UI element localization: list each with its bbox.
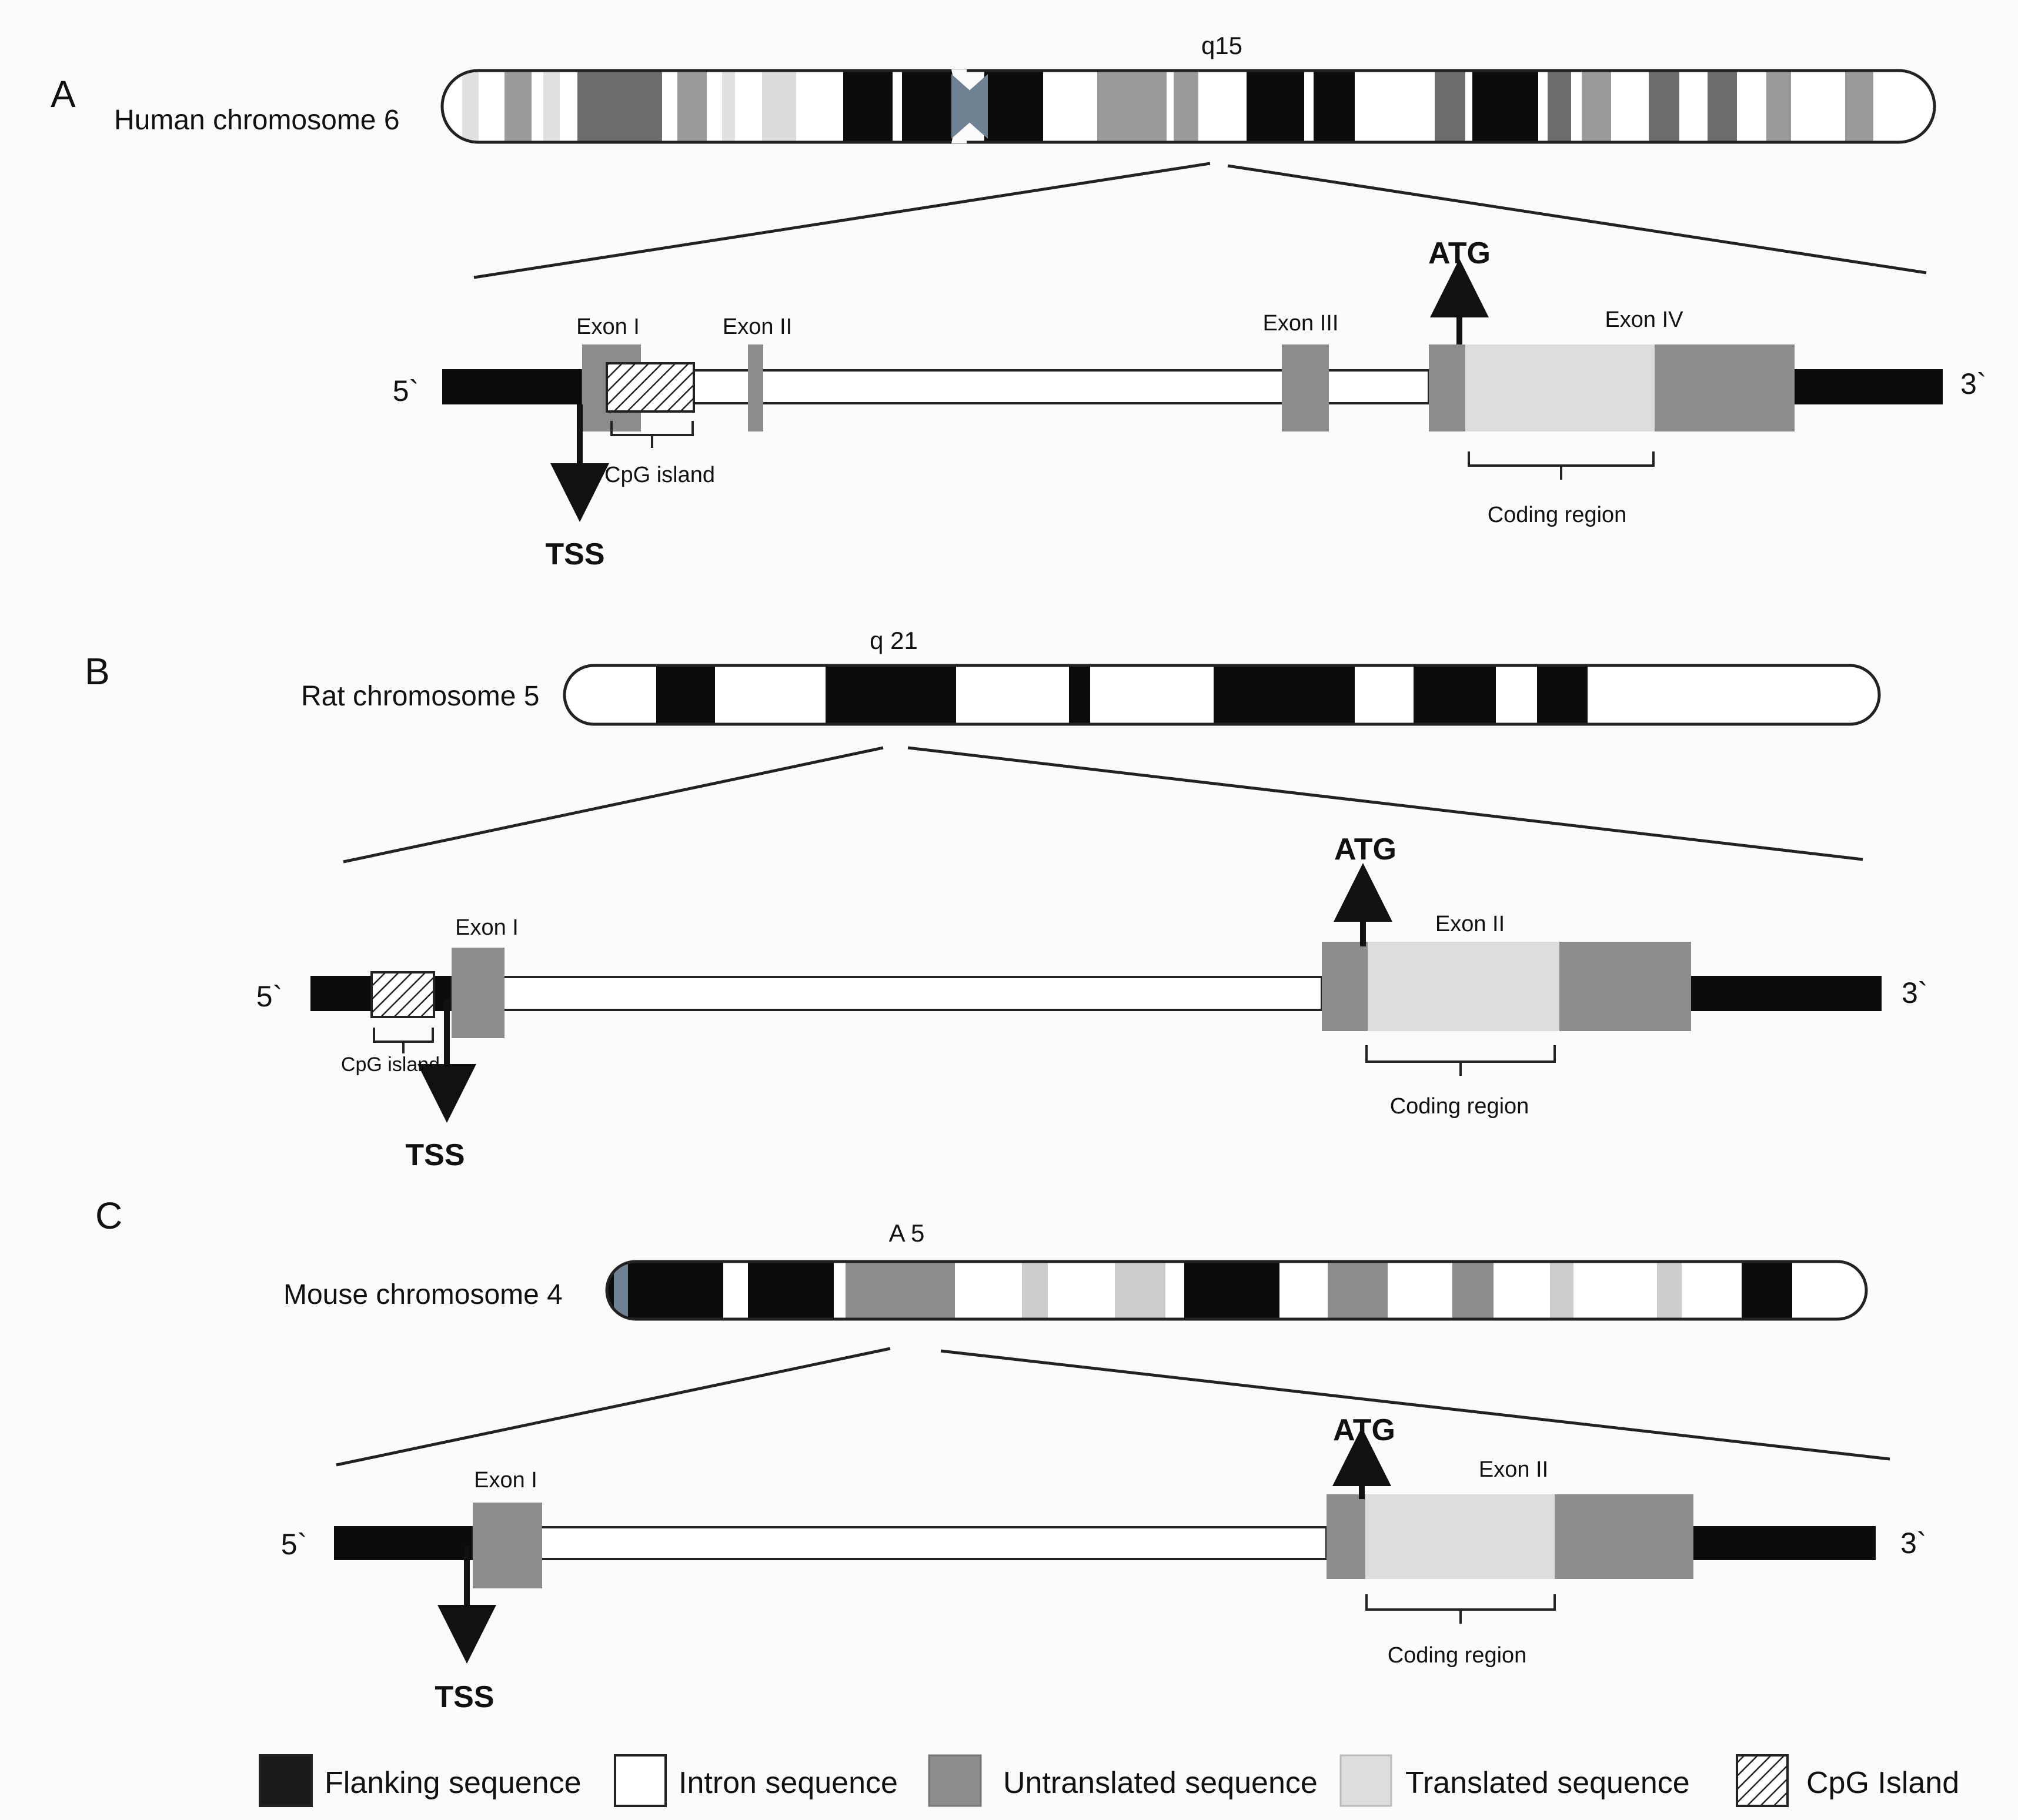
intron-line (472, 1526, 1328, 1560)
legend-swatch-intron (614, 1754, 667, 1807)
three-prime-label: 3` (1900, 1527, 1926, 1560)
rat-chromosome-bands (564, 665, 1879, 724)
zoom-line-right (907, 746, 1863, 861)
panel-letter-b: B (85, 650, 110, 692)
cpg-label: CpG island (341, 1053, 440, 1076)
intron-line (450, 976, 1323, 1011)
exon-2 (748, 344, 763, 431)
cpg-bracket (373, 1028, 434, 1053)
coding-region-label: Coding region (1390, 1094, 1529, 1119)
tss-label: TSS (435, 1680, 494, 1714)
exon-4-utr3 (1655, 344, 1795, 431)
zoom-line-left (473, 162, 1211, 279)
legend-label-flanking: Flanking sequence (325, 1766, 582, 1800)
chromosome-label-rat: Rat chromosome 5 (301, 681, 540, 712)
flanking-3 (1795, 369, 1943, 404)
exon-2-coding (1368, 942, 1559, 1031)
legend-label-cpg: CpG Island (1806, 1766, 1959, 1800)
tss-label: TSS (545, 537, 604, 571)
exon-2-utr3 (1555, 1494, 1693, 1579)
chromosome-label-human: Human chromosome 6 (114, 105, 400, 136)
exon-label: Exon I (455, 915, 519, 940)
five-prime-label: 5` (281, 1528, 307, 1561)
flanking-3 (1691, 976, 1882, 1011)
atg-label: ATG (1428, 236, 1491, 270)
legend-label-translated: Translated sequence (1405, 1766, 1690, 1800)
panel-letter-c: C (95, 1195, 122, 1237)
exon-4-utr5 (1429, 344, 1465, 431)
five-prime-label: 5` (393, 374, 419, 407)
legend-swatch-cpg (1736, 1754, 1789, 1807)
three-prime-label: 3` (1902, 976, 1927, 1009)
coding-bracket (1468, 451, 1655, 480)
cpg-island (370, 971, 435, 1018)
exon-2-utr3 (1559, 942, 1691, 1031)
exon-1 (452, 948, 504, 1038)
coding-bracket (1365, 1594, 1556, 1624)
human-chromosome-bands (442, 71, 1935, 142)
human-chromosome-outline (440, 69, 1936, 144)
exon-2-utr5 (1322, 942, 1368, 1031)
exon-label: Exon IV (1605, 307, 1683, 332)
legend-swatch-translated (1339, 1754, 1392, 1807)
zoom-line-right (940, 1349, 1890, 1461)
exon-2-coding (1365, 1494, 1555, 1579)
panel-letter-a: A (51, 73, 76, 115)
mouse-chromosome-bands (607, 1262, 1866, 1319)
exon-label: Exon I (576, 315, 640, 339)
exon-3 (1282, 344, 1329, 431)
coding-region-label: Coding region (1388, 1643, 1527, 1668)
zoom-line-left (343, 746, 884, 864)
atg-label: ATG (1333, 1413, 1395, 1447)
chromosome-label-mouse: Mouse chromosome 4 (283, 1279, 563, 1310)
exon-1 (473, 1503, 542, 1588)
coding-bracket (1365, 1045, 1556, 1076)
exon-label: Exon III (1263, 311, 1339, 336)
legend-swatch-flanking (259, 1754, 313, 1807)
zoom-line-left (336, 1347, 891, 1467)
zoom-line-right (1227, 164, 1927, 275)
band-label-a5: A 5 (889, 1219, 925, 1247)
legend: Flanking sequence Intron sequence Untran… (259, 1754, 1959, 1807)
band-label-q15: q15 (1201, 32, 1242, 59)
legend-swatch-untranslated (928, 1754, 982, 1807)
centromere-right (951, 74, 988, 139)
flanking-5 (442, 369, 582, 404)
atg-label: ATG (1334, 832, 1396, 866)
three-prime-label: 3` (1960, 367, 1986, 400)
exon-label: Exon II (1435, 912, 1505, 936)
exon-label: Exon II (723, 315, 792, 339)
exon-2-utr5 (1327, 1494, 1365, 1579)
legend-label-intron: Intron sequence (679, 1766, 898, 1800)
five-prime-label: 5` (256, 980, 282, 1013)
tss-label: TSS (405, 1138, 465, 1172)
cpg-bracket (610, 421, 694, 448)
rat-chromosome-outline (563, 664, 1881, 726)
cpg-label: CpG island (604, 463, 715, 487)
flanking-5 (334, 1526, 473, 1560)
exon-label: Exon II (1479, 1457, 1548, 1482)
exon-4-coding (1465, 344, 1655, 431)
exon-label: Exon I (474, 1468, 537, 1493)
coding-region-label: Coding region (1488, 503, 1627, 527)
cpg-island (606, 362, 695, 413)
mouse-chromosome-outline (605, 1260, 1868, 1321)
legend-label-untranslated: Untranslated sequence (1003, 1766, 1318, 1800)
flanking-3 (1693, 1526, 1876, 1560)
band-label-q21: q 21 (870, 627, 918, 654)
